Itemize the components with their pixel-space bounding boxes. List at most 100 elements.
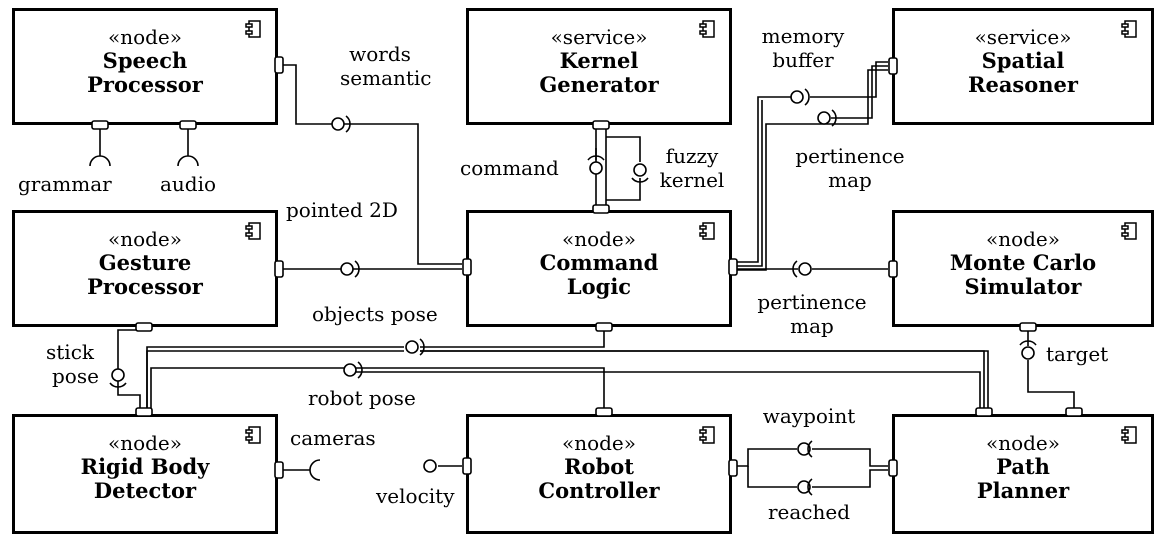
socket-pertinence-map-mid [792, 260, 798, 278]
kernel-generator-name-line2: Generator [539, 72, 659, 97]
gesture-processor-name-line2: Processor [87, 274, 203, 299]
component-icon [699, 222, 715, 240]
port-robot-top [595, 407, 613, 417]
port-path-top-left [975, 407, 993, 417]
lollipop-pertinence-map-mid [798, 262, 812, 276]
monte-carlo-simulator-stereotype: «node» [985, 227, 1061, 251]
component-icon [245, 20, 261, 38]
label-reached: reached [767, 500, 851, 524]
port-robot-right [728, 459, 738, 477]
label-words: words [349, 42, 411, 66]
robot-controller-name-line1: Robot [564, 454, 634, 479]
label-fuzzy: fuzzy [665, 144, 719, 168]
label-pointed-2d: pointed 2D [286, 198, 398, 222]
lollipop-stick-pose [111, 368, 125, 382]
rigid-body-detector-component: «node» Rigid Body Detector [12, 414, 278, 534]
port-command-right [728, 258, 738, 276]
required-interfaces [89, 88, 1037, 496]
spatial-reasoner-name-line1: Spatial [981, 48, 1065, 73]
gesture-processor-component: «node» Gesture Processor [12, 210, 278, 327]
socket-audio [177, 155, 199, 167]
wire-lines [99, 61, 1075, 488]
robot-controller-name-line2: Controller [538, 478, 660, 503]
wire-robot-pose [150, 367, 605, 411]
kernel-generator-stereotype: «service» [550, 25, 648, 49]
provided-interfaces [111, 90, 1035, 494]
label-buffer: buffer [772, 48, 834, 72]
label-kernel: kernel [659, 168, 725, 192]
lollipop-command [589, 161, 603, 175]
label-pertinence-mid: pertinence [757, 290, 867, 314]
rigid-body-detector-name-line1: Rigid Body [80, 454, 210, 479]
component-icon [1121, 20, 1137, 38]
socket-command [587, 155, 605, 161]
command-logic-name-line1: Command [539, 250, 659, 275]
wire-words-semantic [282, 64, 462, 265]
port-gesture-bottom [135, 322, 153, 332]
label-pose: pose [52, 364, 99, 388]
label-objects-pose: objects pose [312, 302, 438, 326]
wire-fuzzy-kernel [606, 136, 641, 201]
lollipop-velocity [423, 459, 437, 473]
lollipop-pertinence-map-top [817, 111, 831, 125]
socket-objects-pose [419, 338, 425, 356]
path-planner-name-line1: Path [996, 454, 1050, 479]
lollipop-waypoint [797, 442, 811, 456]
rigid-body-detector-name-line2: Detector [93, 478, 197, 503]
label-target: target [1046, 342, 1109, 366]
path-planner-component: «node» Path Planner [892, 414, 1154, 534]
label-pertinence-top: pertinence [795, 144, 905, 168]
gesture-processor-stereotype: «node» [107, 227, 183, 251]
speech-processor-name-line2: Processor [87, 72, 203, 97]
label-semantic: semantic [340, 66, 432, 90]
kernel-generator-component: «service» Kernel Generator [466, 8, 732, 125]
monte-carlo-simulator-name-line2: Simulator [964, 274, 1082, 299]
monte-carlo-simulator-name-line1: Monte Carlo [949, 250, 1097, 275]
label-map-mid: map [790, 314, 834, 338]
port-speech-audio [179, 120, 197, 130]
port-kernel-bottom [592, 120, 610, 130]
socket-cameras [309, 459, 321, 481]
lollipop-objects-pose [405, 340, 419, 354]
lollipop-memory-buffer [790, 90, 804, 104]
socket-pointed-2d [354, 260, 360, 278]
port-path-left [888, 459, 898, 477]
port-montecarlo-left [888, 260, 898, 278]
spatial-reasoner-stereotype: «service» [974, 25, 1072, 49]
port-command-top [592, 204, 610, 214]
wire-memory-buffer [736, 96, 797, 263]
command-logic-name-line2: Logic [566, 274, 632, 299]
port-path-top-right [1065, 407, 1083, 417]
component-icon [245, 222, 261, 240]
port-montecarlo-bottom [1019, 322, 1037, 332]
speech-processor-component: «node» Speech Processor [12, 8, 278, 125]
wire-target [1027, 330, 1075, 410]
port-rigid-top [135, 407, 153, 417]
socket-stick-pose [109, 382, 127, 388]
label-audio: audio [160, 172, 217, 196]
component-icon [699, 20, 715, 38]
lollipop-reached [797, 480, 811, 494]
port-speech-grammar [91, 120, 109, 130]
robot-controller-stereotype: «node» [561, 431, 637, 455]
socket-grammar [89, 155, 111, 167]
speech-processor-name-line1: Speech [102, 48, 188, 73]
rigid-body-detector-stereotype: «node» [107, 431, 183, 455]
lollipop-robot-pose [343, 363, 357, 377]
label-stick: stick [46, 340, 95, 364]
gesture-processor-name-line1: Gesture [98, 250, 192, 275]
label-grammar: grammar [18, 172, 112, 196]
lollipop-pointed-2d [340, 262, 354, 276]
socket-robot-pose [357, 361, 363, 379]
label-map-top: map [828, 168, 872, 192]
component-icon [1121, 426, 1137, 444]
port-robot-left [462, 457, 472, 475]
label-velocity: velocity [376, 484, 455, 508]
command-logic-stereotype: «node» [561, 227, 637, 251]
wire-waypoint [736, 448, 888, 467]
port-command-left [462, 258, 472, 276]
ports [91, 56, 1083, 479]
socket-target [1019, 340, 1037, 346]
